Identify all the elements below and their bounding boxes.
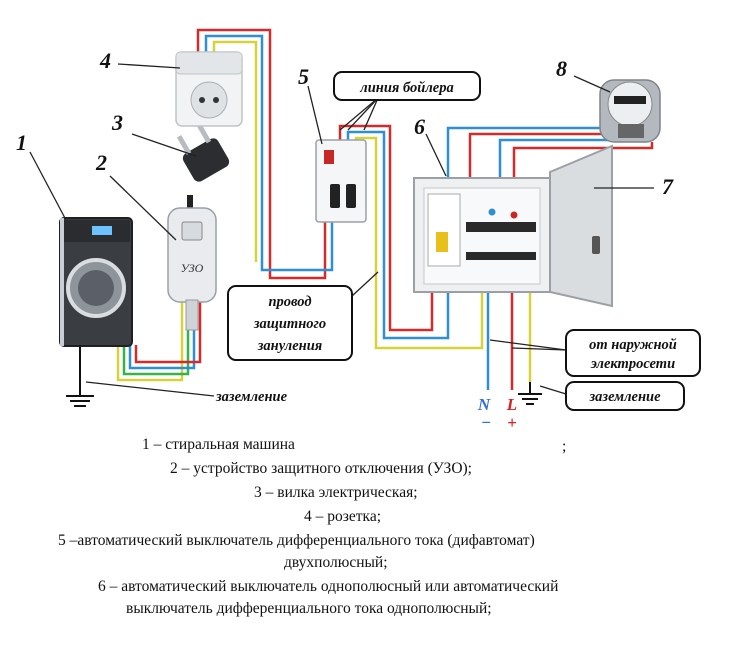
leader-lines — [29, 63, 654, 397]
wire-protective-yellow — [354, 136, 484, 350]
rcd-text: УЗО — [181, 261, 204, 275]
line-label: L — [506, 395, 517, 414]
washing-machine — [59, 217, 133, 347]
caption-line-6: двухполюсный; — [284, 554, 388, 571]
number-7: 7 — [662, 174, 674, 199]
wiring-diagram: УЗО — [16, 28, 701, 430]
caption-line-2: 2 – устройство защитного отключения (УЗО… — [170, 460, 472, 477]
diff-breaker — [315, 139, 367, 223]
protective-wire-line-1: провод — [268, 294, 311, 310]
external-grid-line-1: от наружной — [589, 337, 677, 353]
wire-socket-ground-yellow — [212, 40, 258, 262]
number-1: 1 — [16, 130, 27, 155]
label-grounding-right: заземление — [565, 381, 685, 411]
wire-socket-to-breaker-red — [196, 28, 327, 280]
wire-washer-to-rcd-blue — [128, 300, 196, 370]
label-external-grid: от наружной электросети — [565, 329, 701, 377]
caption-line-3: 3 – вилка электрическая; — [254, 484, 418, 501]
caption-line-5: 5 –автоматический выключатель дифференци… — [58, 532, 535, 549]
number-4: 4 — [99, 48, 111, 73]
number-3: 3 — [111, 110, 123, 135]
caption-line-1: 1 – стиральная машина — [142, 436, 295, 453]
panel-door — [549, 144, 613, 308]
wire-socket-to-breaker-blue — [204, 34, 334, 272]
ground-symbol-right — [518, 382, 542, 405]
wire-breaker-to-panel-red — [338, 124, 434, 332]
number-2: 2 — [95, 150, 107, 175]
wire-washer-to-rcd-yellow — [116, 300, 184, 382]
caption-line-4: 4 – розетка; — [304, 508, 382, 525]
caption-line-8: выключатель дифференциального тока одноп… — [126, 600, 492, 617]
grounding-right-text: заземление — [589, 389, 662, 405]
rcd-device: УЗО — [167, 207, 217, 331]
caption-line-1-end: ; — [562, 438, 567, 455]
protective-wire-line-3: зануления — [257, 338, 322, 354]
label-boiler-line: линия бойлера — [333, 71, 481, 101]
grounding-left-text: заземление — [215, 389, 288, 405]
ground-symbol-left — [66, 346, 94, 407]
label-protective-wire: провод защитного зануления — [227, 285, 353, 361]
plus-sign: + — [507, 413, 517, 430]
wire-breaker-to-panel-blue — [346, 130, 450, 340]
socket — [175, 51, 243, 127]
wire-washer-to-rcd-red — [134, 300, 202, 364]
number-6: 6 — [414, 114, 425, 139]
wire-washer-to-rcd-green — [122, 300, 190, 376]
number-8: 8 — [556, 56, 567, 81]
external-grid-line-2: электросети — [590, 356, 675, 372]
minus-sign: − — [481, 413, 491, 430]
caption-line-7: 6 – автоматический выключатель однополюс… — [98, 578, 559, 595]
number-5: 5 — [298, 64, 309, 89]
boiler-line-text: линия бойлера — [359, 80, 453, 96]
neutral-label: N — [477, 395, 491, 414]
plug — [176, 123, 230, 182]
protective-wire-line-2: защитного — [253, 316, 326, 332]
distribution-panel — [413, 177, 551, 293]
electric-meter — [599, 79, 661, 143]
